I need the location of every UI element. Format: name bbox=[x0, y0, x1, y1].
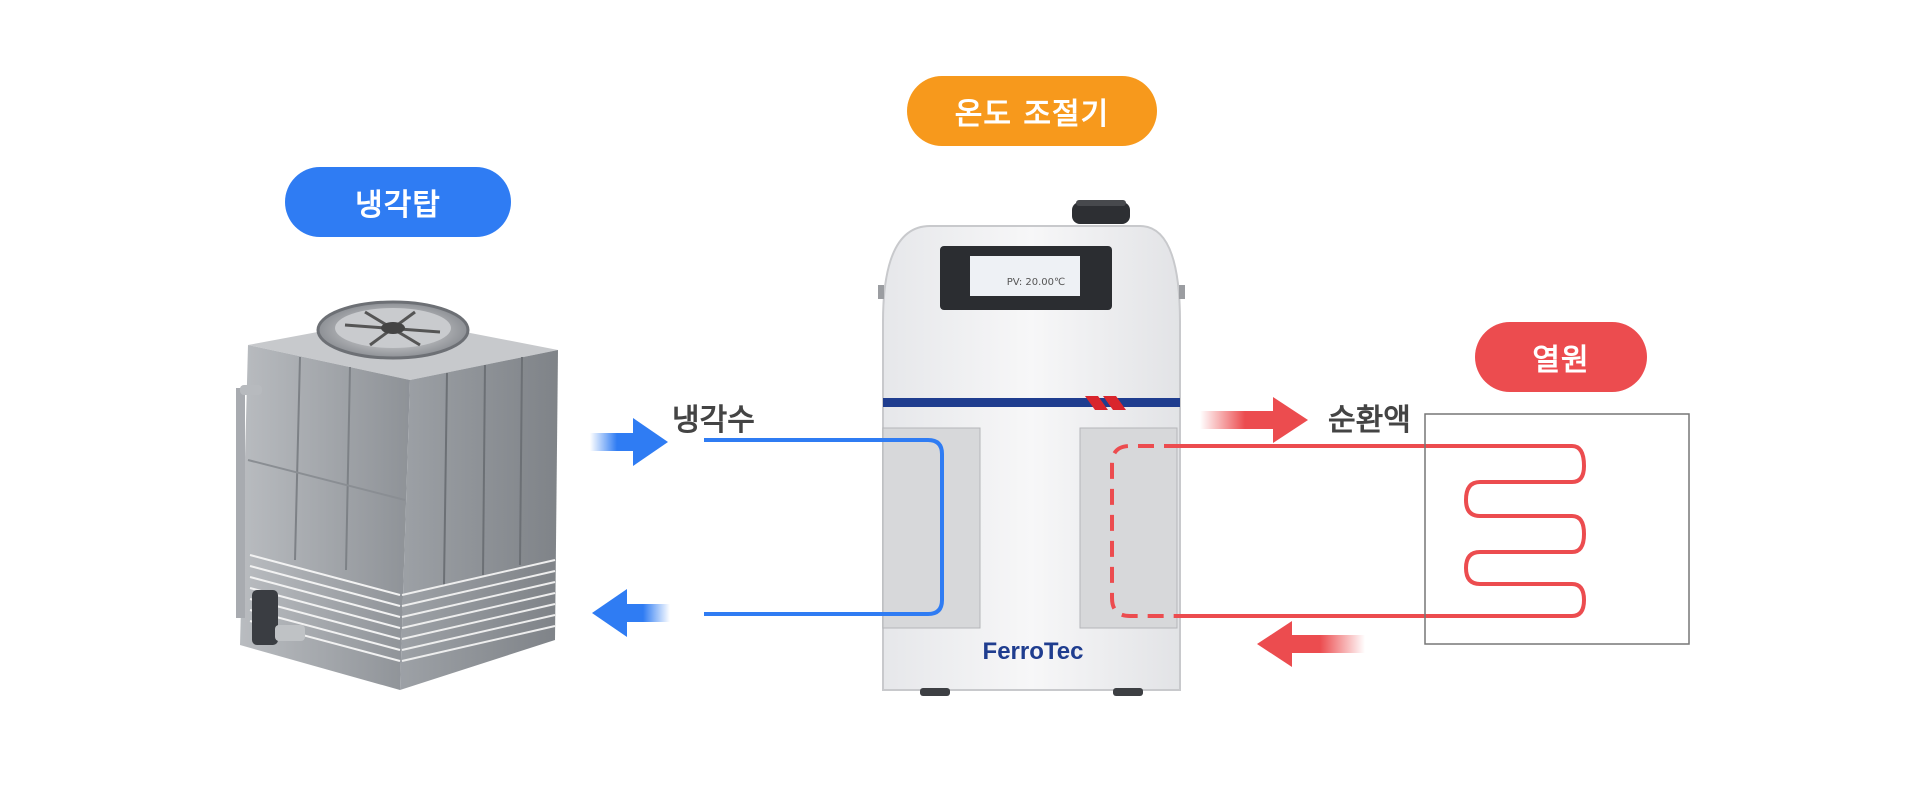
cooling-tower-illustration bbox=[236, 300, 558, 690]
cooling-tower-label: 냉각탑 bbox=[285, 167, 511, 237]
heat-source-coil bbox=[1463, 444, 1587, 618]
circulating-fluid-return-arrow bbox=[1257, 621, 1365, 667]
temperature-controller-illustration: PV: 20.00℃ FerroTec bbox=[878, 200, 1185, 696]
circulating-fluid-outflow-arrow bbox=[1200, 397, 1308, 443]
temperature-controller-label: 온도 조절기 bbox=[907, 76, 1157, 146]
cooling-water-loop bbox=[704, 438, 944, 616]
circulating-fluid-label: 순환액 bbox=[1328, 403, 1411, 438]
cooling-water-outflow-arrow bbox=[592, 589, 670, 637]
display-readout: PV: 20.00℃ bbox=[1007, 277, 1065, 288]
cooling-water-label: 냉각수 bbox=[672, 403, 755, 438]
circulating-fluid-loop bbox=[1110, 444, 1560, 618]
heat-source-box bbox=[1424, 413, 1690, 645]
cooling-water-inflow-arrow bbox=[590, 418, 668, 466]
brand-logo: FerroTec bbox=[983, 638, 1084, 665]
heat-source-label: 열원 bbox=[1475, 322, 1647, 392]
